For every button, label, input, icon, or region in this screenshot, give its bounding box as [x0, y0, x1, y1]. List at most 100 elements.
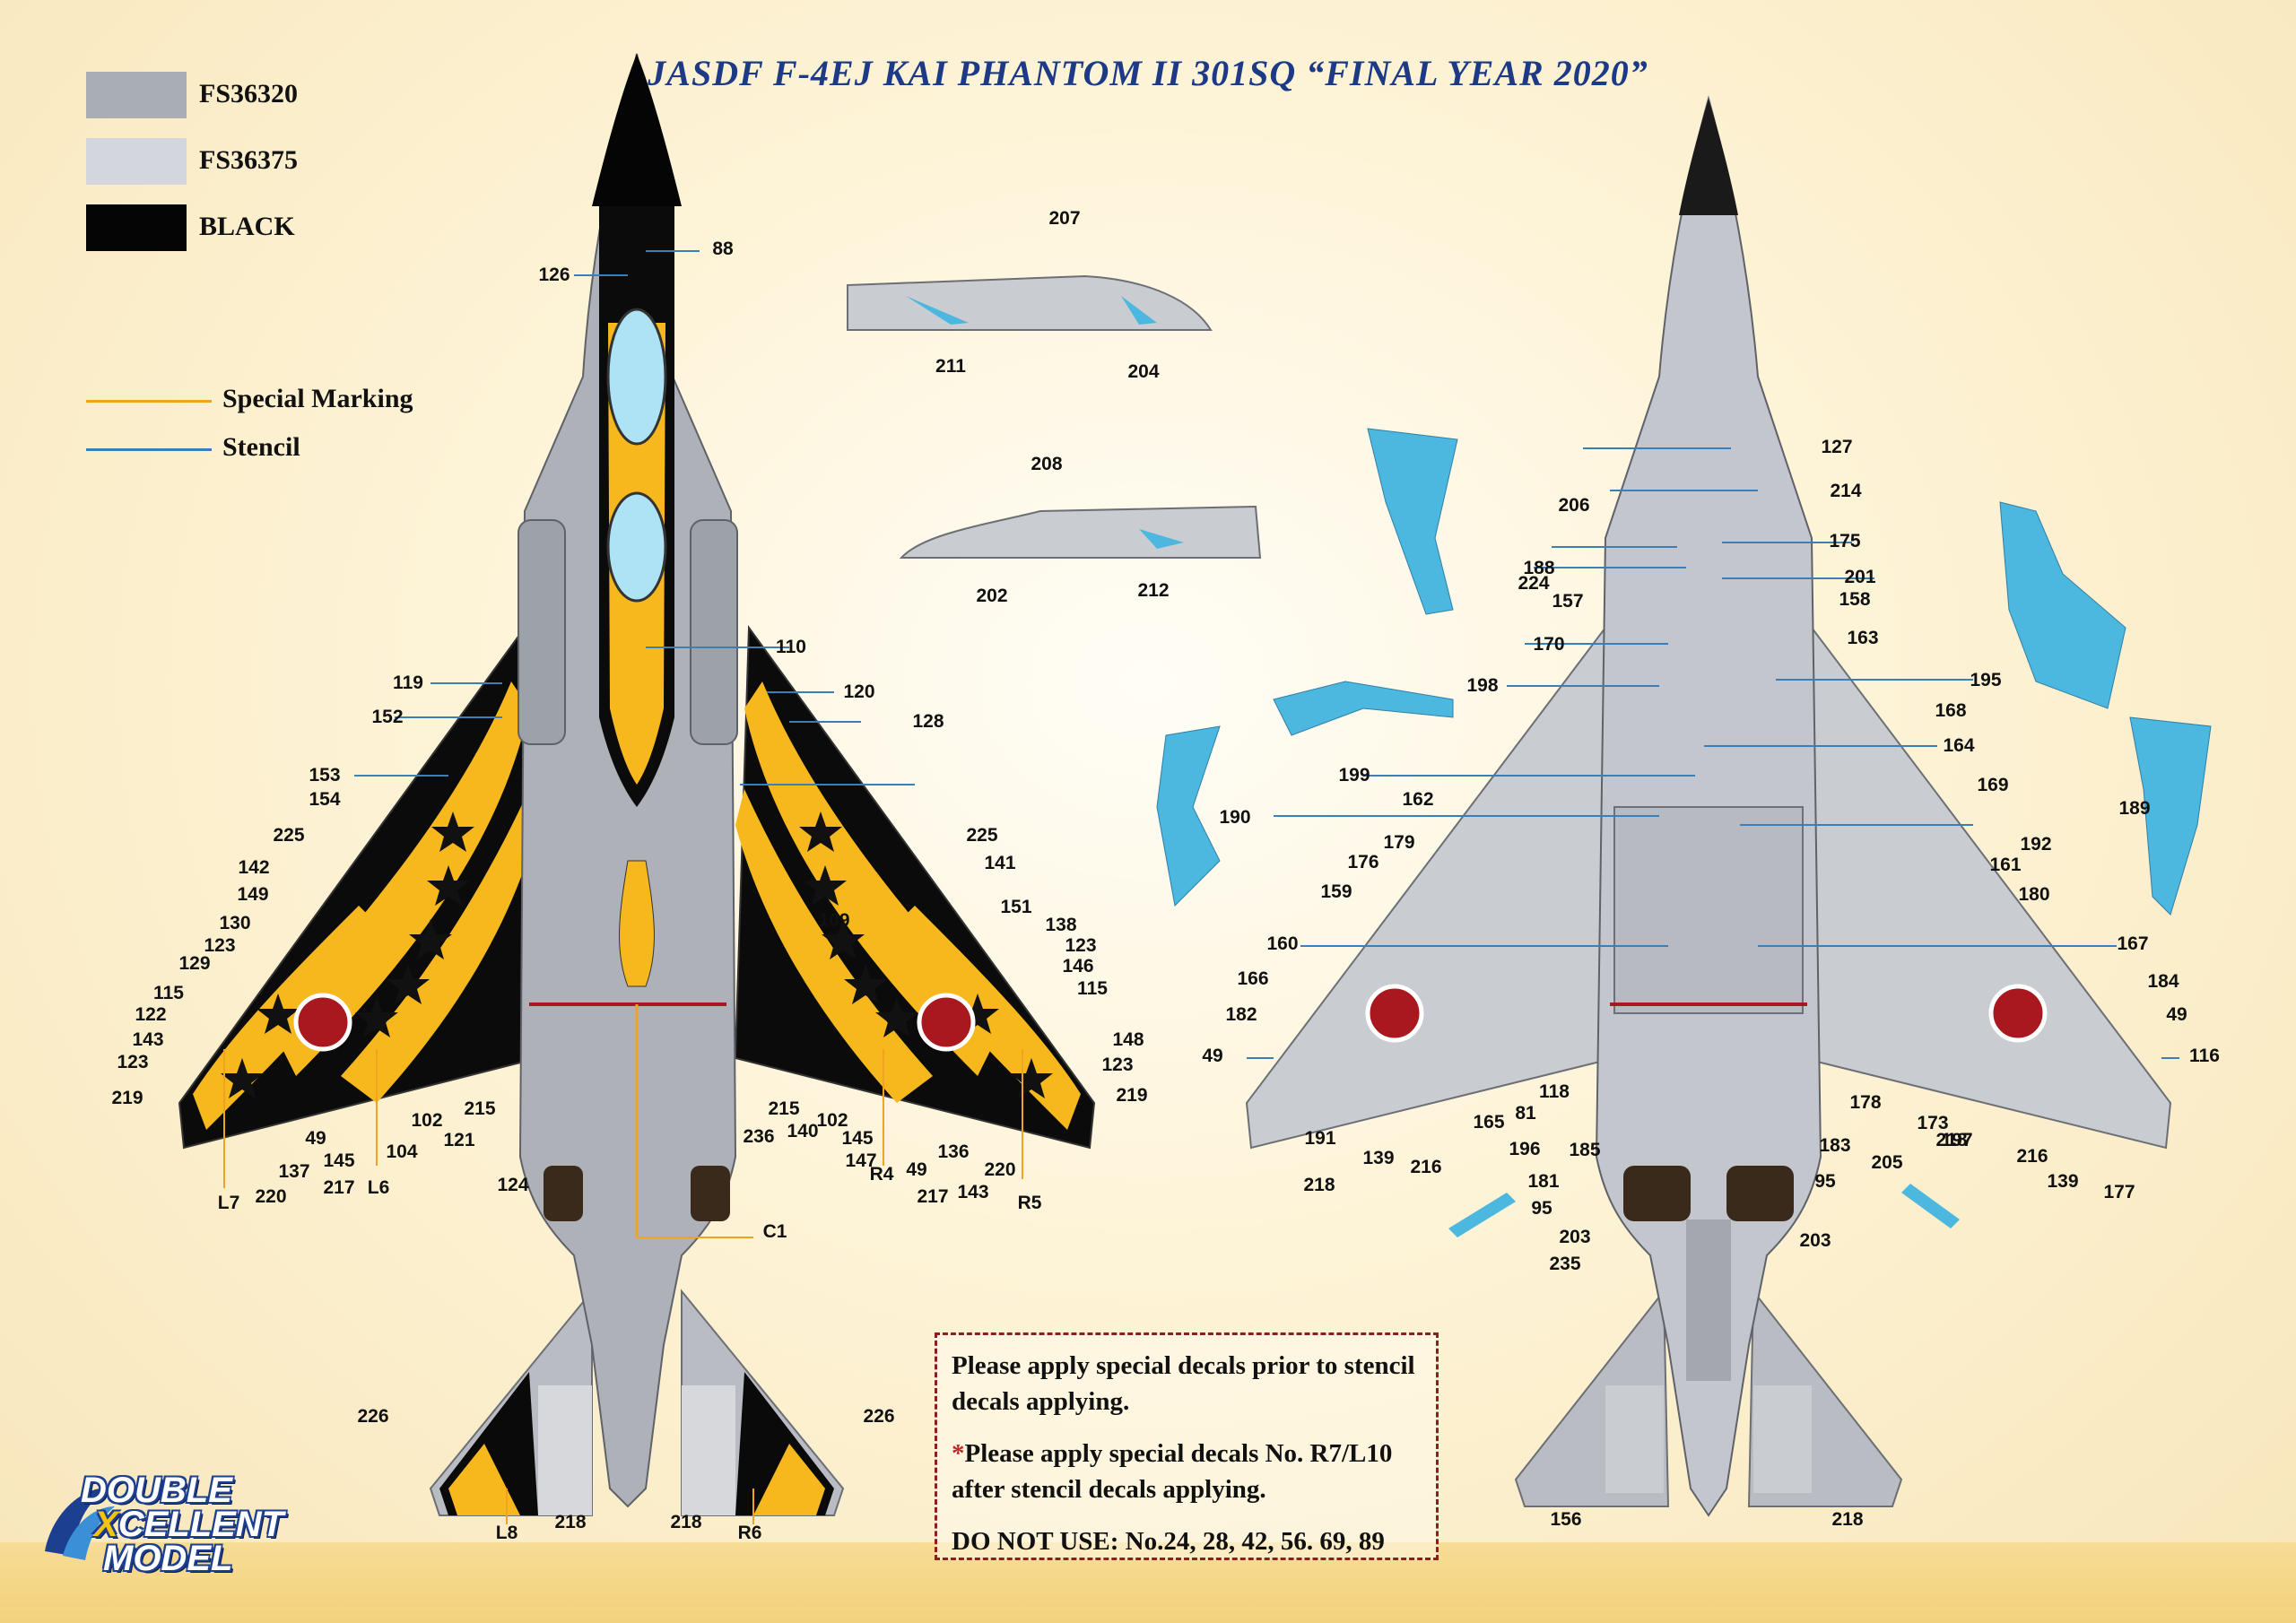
bottom-right-hinomaru: [1988, 984, 2048, 1043]
note-star: *: [952, 1439, 965, 1468]
callout-bottom-95: 95: [1531, 1198, 1552, 1219]
callout-side-212: 212: [1137, 580, 1170, 601]
callout-bottom-175: 175: [1829, 531, 1861, 551]
callout-bottom-199: 199: [1338, 765, 1370, 785]
bottom-left-hinomaru: [1365, 984, 1424, 1043]
pylon-detail-3: [1273, 681, 1454, 736]
callout-top-154: 154: [309, 789, 341, 810]
pylon-detail-5: [2129, 716, 2212, 916]
callout-bottom-206: 206: [1558, 495, 1590, 516]
top-left-nozzle: [544, 1166, 583, 1221]
callout-top-49: 49: [906, 1159, 927, 1180]
callout-top-220: 220: [255, 1186, 287, 1207]
top-left-intake: [517, 519, 566, 745]
bottom-center-fuselage-panel: [1613, 806, 1804, 1014]
top-right-stab-yellow: [753, 1444, 825, 1515]
top-wing-stars: [221, 812, 1053, 1098]
callout-top-R5: R5: [1017, 1193, 1042, 1213]
callout-bottom-203: 203: [1559, 1227, 1591, 1247]
callout-top-225: 225: [273, 825, 305, 846]
callout-top-126: 126: [538, 265, 570, 285]
callout-top-137: 137: [278, 1161, 310, 1182]
top-right-wing-stripe-2: [735, 789, 933, 1103]
callout-bottom-184: 184: [2147, 971, 2179, 992]
callout-bottom-176: 176: [1347, 852, 1379, 872]
callout-bottom-205: 205: [1871, 1152, 1903, 1173]
callout-top-217: 217: [323, 1177, 355, 1198]
callout-bottom-203: 203: [1799, 1230, 1831, 1251]
callout-top-141: 141: [984, 853, 1016, 873]
top-rear-canopy: [606, 491, 667, 603]
swatch-fs36320: [86, 72, 187, 118]
top-view-aircraft: [178, 53, 1096, 1516]
callout-bottom-196: 196: [1509, 1139, 1541, 1159]
callout-top-215: 215: [464, 1098, 496, 1119]
callout-bottom-127: 127: [1821, 437, 1853, 457]
callout-top-115: 115: [1077, 978, 1108, 999]
callout-bottom-235: 235: [1549, 1254, 1581, 1274]
callout-bottom-165: 165: [1473, 1112, 1505, 1133]
callout-bottom-169: 169: [1977, 775, 2009, 795]
callout-bottom-192: 192: [2020, 834, 2052, 855]
callout-top-129: 129: [178, 953, 211, 974]
callout-bottom-191: 191: [1304, 1128, 1336, 1149]
callout-top-217: 217: [917, 1186, 949, 1207]
callout-bottom-216: 216: [2016, 1146, 2048, 1167]
callout-top-148: 148: [1112, 1029, 1144, 1050]
callout-side-207: 207: [1048, 208, 1081, 229]
logo-word-model: MODEL: [103, 1539, 233, 1578]
top-left-stab-panel: [538, 1385, 592, 1515]
bottom-rear-fuselage: [1686, 1219, 1731, 1381]
bottom-right-nozzle: [1726, 1166, 1794, 1221]
top-front-canopy: [606, 308, 667, 446]
callout-top-102: 102: [816, 1110, 848, 1131]
bottom-view-aircraft: [1245, 95, 2172, 1517]
callout-top-110: 110: [776, 637, 806, 657]
bottom-left-stab-panel: [1605, 1385, 1664, 1493]
callout-bottom-216: 216: [1410, 1157, 1442, 1177]
callout-bottom-189: 189: [2118, 798, 2151, 819]
callout-top-226: 226: [357, 1406, 389, 1427]
callout-top-153: 153: [309, 765, 341, 785]
callout-bottom-116: 116: [2189, 1046, 2220, 1066]
callout-top-225: 225: [966, 825, 998, 846]
callout-top-88: 88: [712, 239, 734, 259]
callout-bottom-139: 139: [1362, 1148, 1395, 1168]
callout-top-146: 146: [1062, 956, 1094, 976]
top-left-stab-yellow: [448, 1444, 520, 1515]
callout-top-123: 123: [1101, 1055, 1134, 1075]
callout-bottom-170: 170: [1533, 634, 1565, 655]
callout-top-115: 115: [153, 983, 184, 1003]
callout-bottom-162: 162: [1402, 789, 1434, 810]
top-right-intake: [690, 519, 738, 745]
callout-bottom-160: 160: [1266, 933, 1299, 954]
special-marking-leader-lines: [223, 1049, 1023, 1524]
callout-top-123: 123: [117, 1052, 149, 1072]
callout-bottom-167: 167: [2117, 933, 2149, 954]
callout-top-109: 109: [818, 910, 850, 931]
callout-top-102: 102: [411, 1110, 443, 1131]
pylon-detail-4: [1999, 501, 2126, 709]
callout-top-123: 123: [204, 935, 236, 956]
note-line-2-wrap: *Please apply special decals No. R7/L10 …: [952, 1436, 1422, 1507]
fuel-tank-side-view-1: [847, 274, 1213, 331]
callout-bottom-185: 185: [1569, 1140, 1601, 1160]
callout-top-143: 143: [957, 1182, 989, 1202]
callout-bottom-195: 195: [1970, 670, 2002, 690]
callout-bottom-179: 179: [1383, 832, 1415, 853]
stencil-leader-lines: [354, 250, 2179, 1059]
top-right-stab-panel: [682, 1385, 735, 1515]
fuel-tank-side-view-2: [899, 505, 1262, 559]
callout-top-C1: C1: [762, 1221, 787, 1242]
callout-bottom-163: 163: [1847, 628, 1879, 648]
callout-bottom-168: 168: [1935, 700, 1967, 721]
callout-bottom-161: 161: [1989, 855, 2022, 875]
callout-bottom-190: 190: [1219, 807, 1251, 828]
callout-top-L7: L7: [217, 1193, 240, 1213]
callout-top-142: 142: [238, 857, 270, 878]
callout-bottom-81: 81: [1515, 1103, 1536, 1124]
callout-bottom-188: 188: [1523, 558, 1555, 578]
callout-side-202: 202: [976, 586, 1008, 606]
